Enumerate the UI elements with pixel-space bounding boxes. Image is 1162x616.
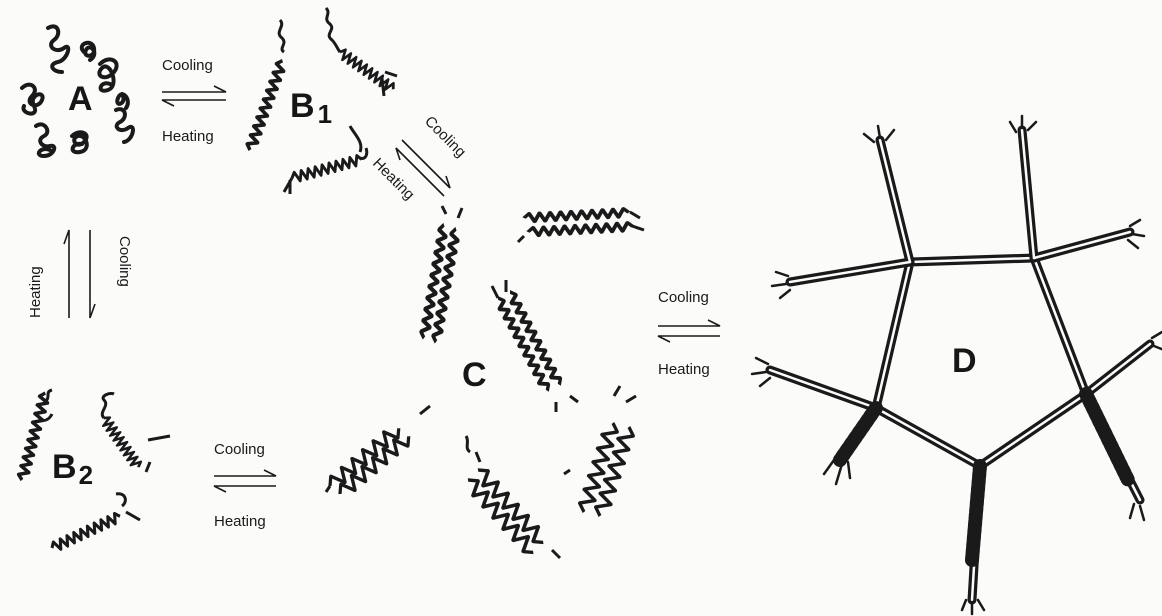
state-b1-letter: B — [290, 87, 315, 125]
a-b1-reverse-label: Heating — [162, 128, 214, 145]
a-b2-forward-label: Cooling — [116, 236, 133, 287]
state-d-label: D — [952, 342, 977, 380]
equilibrium-arrows-a-b1 — [162, 86, 226, 106]
equilibrium-arrows-a-b2 — [64, 230, 95, 318]
equilibrium-arrows-c-d — [658, 320, 720, 342]
a-b2-reverse-label: Heating — [27, 266, 44, 318]
state-b2-subscript: 2 — [79, 460, 93, 490]
state-c-label: C — [462, 356, 487, 394]
state-b2-helices — [17, 390, 170, 552]
a-b1-forward-label: Cooling — [162, 57, 213, 74]
c-d-forward-label: Cooling — [658, 289, 709, 306]
state-b1-subscript: 1 — [318, 99, 332, 129]
b1-c-forward-label: Cooling — [421, 113, 469, 161]
c-d-reverse-label: Heating — [658, 361, 710, 378]
b2-c-forward-label: Cooling — [214, 441, 265, 458]
b2-c-reverse-label: Heating — [214, 513, 266, 530]
state-a-label: A — [68, 80, 93, 118]
state-b2-letter: B — [52, 448, 77, 486]
equilibrium-arrows-b2-c — [214, 470, 276, 492]
state-b2-label: B2 — [52, 448, 93, 490]
